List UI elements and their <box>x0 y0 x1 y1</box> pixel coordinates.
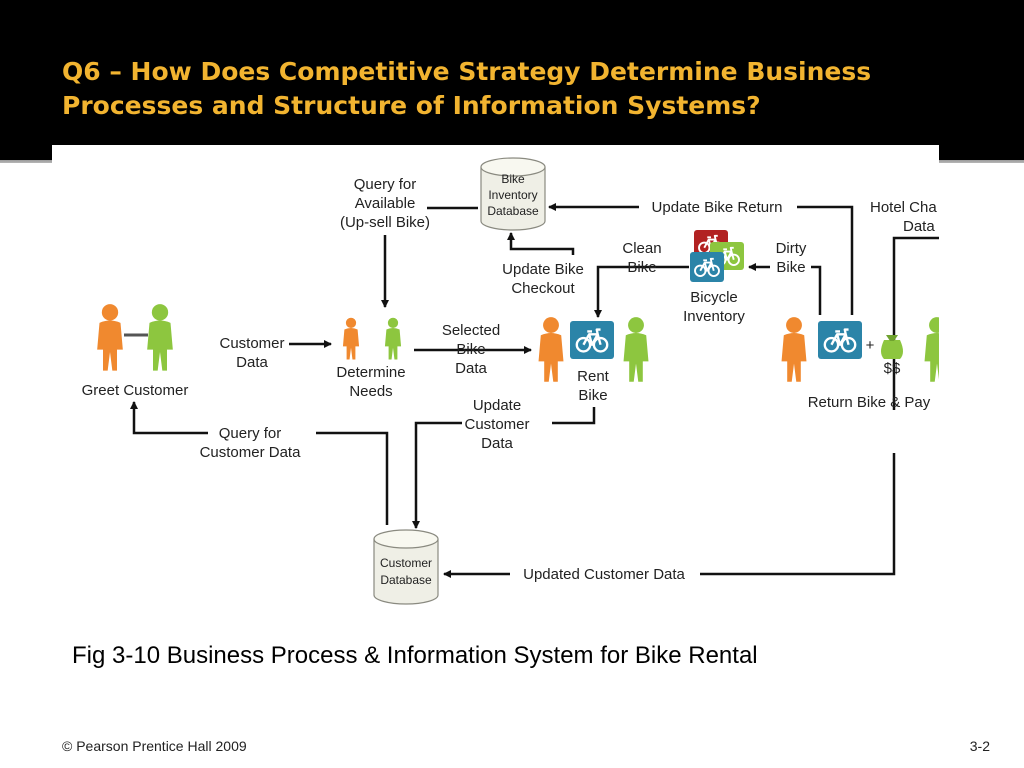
orange-person-icon <box>781 317 807 382</box>
bicycle-inventory-icons <box>690 230 744 282</box>
label-dirty-bike: Bike <box>776 259 805 276</box>
db-label-line: Inventory <box>488 188 537 202</box>
label-update-customer-data: Customer <box>464 416 529 433</box>
db-label-line: Database <box>380 573 432 587</box>
arrow-update-customer-data <box>412 421 462 529</box>
return-bike-station <box>781 317 939 382</box>
label-determine-needs: Needs <box>349 383 392 400</box>
bike-icon <box>818 321 862 359</box>
db-label-line: Customer <box>380 556 432 570</box>
label-customer-data: Customer <box>219 335 284 352</box>
label-greet-customer: Greet Customer <box>82 382 189 399</box>
label-update-customer-data: Update <box>473 397 521 414</box>
figure-caption: Fig 3-10 Business Process & Information … <box>72 642 758 669</box>
arrow-query-customer-data <box>130 401 208 435</box>
label-plus: + <box>866 337 875 354</box>
slide-title: Q6 – How Does Competitive Strategy Deter… <box>62 57 872 120</box>
green-person-icon <box>384 317 402 360</box>
line-return-to-update-return <box>797 205 854 315</box>
money-bag-icon <box>881 335 903 359</box>
label-customer-data: Data <box>236 354 268 371</box>
label-update-bike-checkout: Update Bike <box>502 261 584 278</box>
label-updated-customer-data: Updated Customer Data <box>523 566 685 583</box>
orange-person-icon <box>538 317 564 382</box>
green-person-icon <box>924 317 939 382</box>
clean-bike-icon <box>690 252 724 282</box>
db-label-line: Database <box>487 204 539 218</box>
label-update-bike-checkout: Checkout <box>511 280 575 297</box>
footer-copyright: © Pearson Prentice Hall 2009 <box>62 738 247 754</box>
label-dirty-bike: Dirty <box>776 240 807 257</box>
green-person-icon <box>623 317 649 382</box>
line-db-to-query-customer <box>316 431 389 525</box>
db-label-line: Bike <box>501 172 525 186</box>
line-rent-to-update-customer <box>552 407 596 425</box>
orange-person-icon <box>342 317 360 360</box>
label-update-bike-return: Update Bike Return <box>652 199 783 216</box>
bike-icon <box>570 321 614 359</box>
label-rent-bike: Bike <box>578 387 607 404</box>
rent-bike-station <box>538 317 649 382</box>
label-return-bike-pay: Return Bike & Pay <box>808 394 931 411</box>
label-hotel-charge-data: Hotel Cha <box>870 199 937 216</box>
greet-customer-people <box>97 304 173 371</box>
label-update-customer-data: Data <box>481 435 513 452</box>
label-clean-bike: Bike <box>627 259 656 276</box>
line-return-to-updated-customer <box>700 453 896 576</box>
label-bicycle-inventory: Inventory <box>683 308 745 325</box>
line-dirty-bike <box>811 265 822 315</box>
orange-person-icon <box>97 304 123 371</box>
label-bicycle-inventory: Bicycle <box>690 289 738 306</box>
process-diagram: Bike Inventory Database Customer Databas… <box>82 157 939 605</box>
label-selected-bike-data: Data <box>455 360 487 377</box>
arrow-clean-bike <box>594 265 689 318</box>
label-query-available: Available <box>355 195 416 212</box>
flow-labels: Query for Available (Up-sell Bike) Updat… <box>82 176 938 583</box>
slide-header: Q6 – How Does Competitive Strategy Deter… <box>0 0 1024 160</box>
label-selected-bike-data: Selected <box>442 322 500 339</box>
label-query-customer-data: Customer Data <box>200 444 302 461</box>
label-selected-bike-data: Bike <box>456 341 485 358</box>
label-query-customer-data: Query for <box>219 425 282 442</box>
label-money: $$ <box>884 360 901 377</box>
label-clean-bike: Clean <box>622 240 661 257</box>
customer-database: Customer Database <box>373 529 439 605</box>
green-person-icon <box>147 304 173 371</box>
label-query-available: (Up-sell Bike) <box>340 214 430 231</box>
arrow-update-bike-checkout <box>507 232 575 255</box>
label-hotel-charge-data: Data <box>903 218 935 235</box>
bike-rental-process-figure: Bike Inventory Database Customer Databas… <box>52 145 939 615</box>
label-query-available: Query for <box>354 176 417 193</box>
determine-needs-people <box>342 317 402 360</box>
label-rent-bike: Rent <box>577 368 610 385</box>
label-determine-needs: Determine <box>336 364 405 381</box>
flow-connectors <box>130 203 939 578</box>
bike-inventory-database: Bike Inventory Database <box>480 157 546 231</box>
page-number: 3-2 <box>969 738 990 754</box>
